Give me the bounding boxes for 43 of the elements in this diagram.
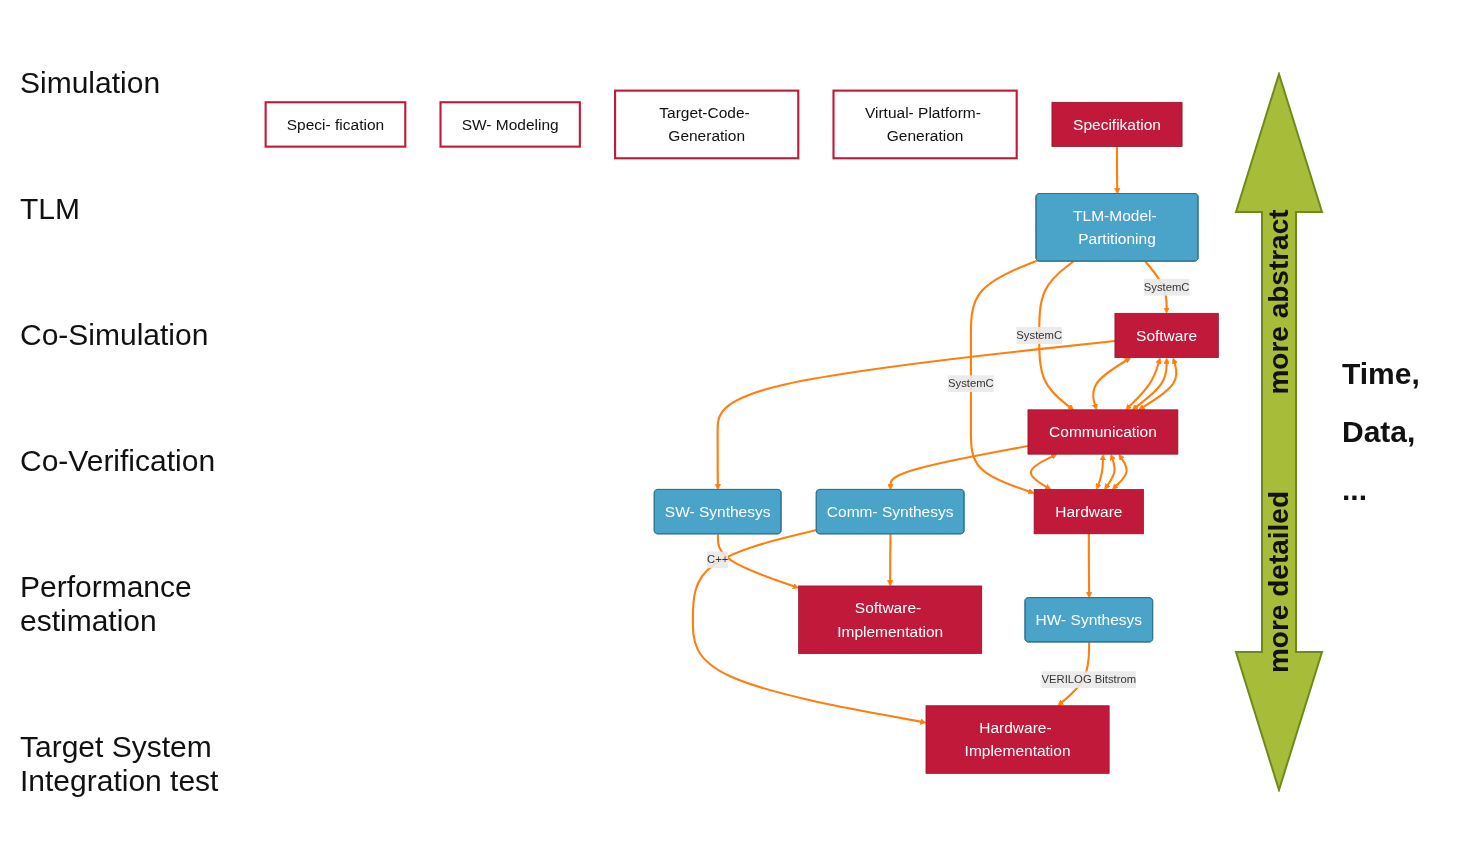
edge-label: C++ bbox=[706, 553, 729, 566]
text-label: more detailed bbox=[1263, 490, 1295, 674]
node-box: Target-Code- Generation bbox=[614, 89, 800, 160]
node-box: Hardware bbox=[1033, 489, 1144, 535]
arrow bbox=[1086, 533, 1093, 599]
text-label: Co-Simulation bbox=[20, 318, 210, 352]
arrow bbox=[1114, 146, 1121, 195]
node-box: Software- Implementation bbox=[798, 585, 983, 654]
node-box: Hardware- Implementation bbox=[925, 705, 1110, 774]
arrow bbox=[716, 534, 799, 590]
arrow bbox=[887, 445, 1029, 491]
node-box: Speci- fication bbox=[264, 101, 407, 148]
text-label: Performance estimation bbox=[20, 570, 193, 638]
edge-label: SystemC bbox=[948, 377, 994, 390]
arrow bbox=[714, 340, 1116, 491]
arrow bbox=[1131, 357, 1170, 411]
node-box: Virtual- Platform- Generation bbox=[832, 89, 1018, 160]
edge-label: SystemC bbox=[1143, 280, 1190, 293]
node-box: SW- Modeling bbox=[439, 101, 581, 148]
arrow bbox=[1029, 453, 1058, 490]
text-label: more abstract bbox=[1263, 209, 1295, 395]
arrow bbox=[1112, 454, 1128, 490]
arrow bbox=[691, 529, 927, 725]
edge-label: VERILOG Bitstrom bbox=[1041, 673, 1137, 686]
node-box: Software bbox=[1114, 312, 1219, 359]
arrow bbox=[1095, 454, 1106, 490]
edge-label: SystemC bbox=[1016, 329, 1063, 342]
arrow bbox=[1138, 357, 1178, 411]
arrow bbox=[969, 259, 1038, 495]
node-box: Specifikation bbox=[1051, 101, 1183, 147]
text-label: Data, bbox=[1342, 415, 1417, 449]
arrow bbox=[1091, 357, 1131, 411]
text-label: TLM bbox=[20, 192, 81, 226]
arrow bbox=[1104, 454, 1116, 490]
arrow bbox=[887, 534, 894, 587]
arrow bbox=[1125, 357, 1162, 411]
arrow bbox=[1038, 260, 1075, 411]
node-box: Communication bbox=[1027, 409, 1179, 455]
text-label: ... bbox=[1342, 473, 1368, 507]
text-label: Co-Verification bbox=[20, 444, 217, 478]
text-label: Simulation bbox=[20, 66, 162, 100]
text-label: Time, bbox=[1342, 357, 1420, 391]
text-label: Target System Integration test bbox=[20, 730, 220, 798]
